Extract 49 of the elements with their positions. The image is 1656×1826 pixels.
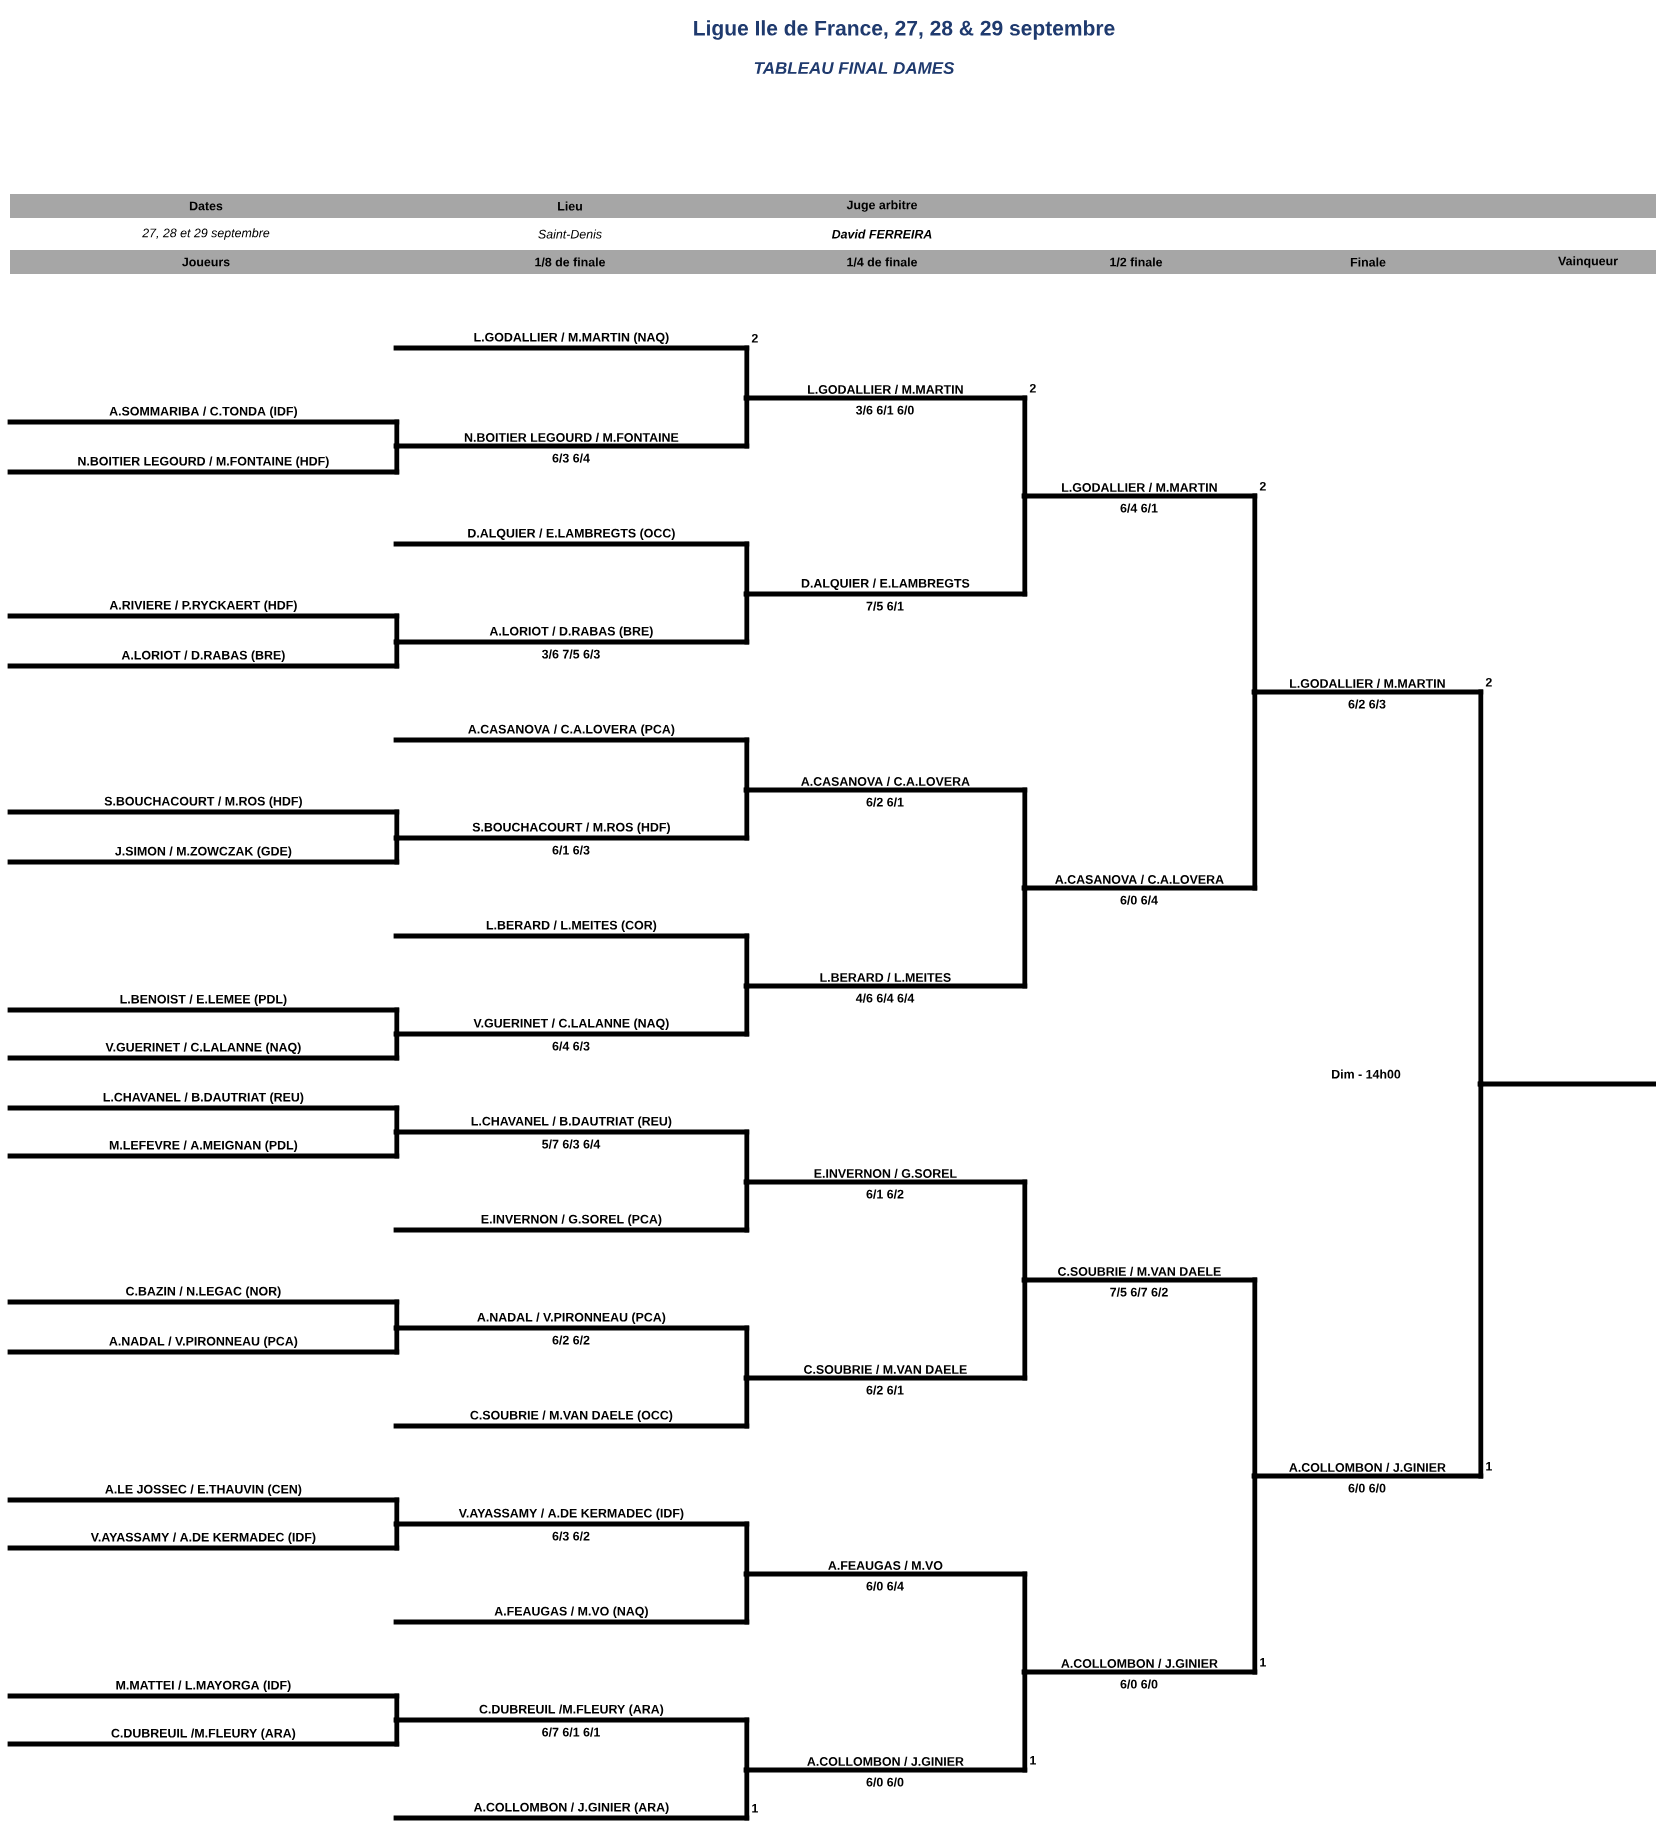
winner-line [1477, 1081, 1656, 1087]
bracket-line [394, 809, 400, 841]
bracket-line [1022, 1179, 1028, 1283]
bracket-line [394, 613, 400, 645]
bracket-line [1252, 493, 1258, 695]
bracket-line [1022, 1669, 1028, 1773]
bracket-line [394, 639, 400, 669]
bracket-line [394, 1717, 400, 1747]
bracket-line [744, 737, 750, 793]
bracket-line [1022, 395, 1028, 499]
bracket-line [1252, 1277, 1258, 1479]
bracket-line [1022, 1571, 1028, 1675]
bracket-line [744, 1325, 750, 1381]
bracket-line [744, 591, 750, 645]
bracket-line [394, 835, 400, 865]
bracket-line [744, 541, 750, 597]
bracket-line [744, 1767, 750, 1821]
bracket-line [1252, 1473, 1258, 1675]
bracket-line [394, 1325, 400, 1355]
bracket-line [744, 1375, 750, 1429]
bracket-line [1022, 493, 1028, 597]
bracket-line [394, 1693, 400, 1723]
bracket-line [394, 443, 400, 475]
bracket-line [394, 1031, 400, 1061]
bracket-line [744, 983, 750, 1037]
bracket-line [1022, 885, 1028, 989]
title: Ligue Ile de France, 27, 28 & 29 septembre [694, 20, 1115, 40]
bracket-line [744, 345, 750, 401]
bracket-line [394, 1105, 400, 1135]
bracket-line [1478, 1081, 1484, 1479]
bracket-line [394, 1521, 400, 1551]
bracket-line [394, 419, 400, 449]
bracket-line [1478, 689, 1484, 1087]
bracket-line [1252, 689, 1258, 891]
bracket-line [394, 1497, 400, 1527]
bracket-line [744, 1521, 750, 1577]
bracket-line [744, 1717, 750, 1773]
bracket-line [1022, 787, 1028, 891]
bracket-line [1022, 1277, 1028, 1381]
bracket-line [744, 1129, 750, 1185]
bracket-line [744, 1571, 750, 1625]
bracket-line [394, 1299, 400, 1331]
bracket-line [744, 395, 750, 449]
subtitle: TABLEAU FINAL DAMES [754, 62, 955, 74]
bracket-line [394, 1007, 400, 1037]
bracket-line [744, 1179, 750, 1233]
bracket-line [744, 933, 750, 989]
bracket-line [744, 787, 750, 841]
bracket-line [394, 1129, 400, 1159]
